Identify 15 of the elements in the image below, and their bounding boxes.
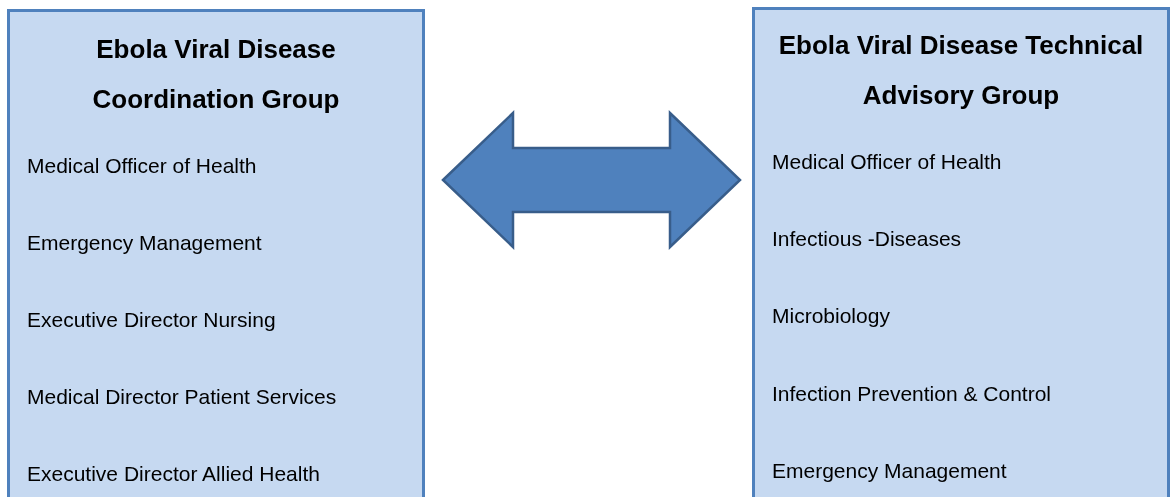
group-title: Ebola Viral Disease Technical Advisory Group [777, 29, 1145, 112]
member-role: Microbiology [772, 303, 890, 330]
group-title: Ebola Viral Disease Coordination Group [91, 33, 341, 116]
member-role: Infectious -Diseases [772, 226, 962, 253]
member-role: Medical Officer of Health [27, 153, 257, 179]
member-role: Executive Director Nursing [27, 307, 276, 333]
group-panel [7, 9, 425, 497]
member-role: Executive Director Allied Health [27, 461, 320, 487]
double-arrow [441, 110, 742, 250]
member-role: Emergency Management [772, 457, 1007, 484]
member-role: Medical Director Patient Services [27, 384, 337, 410]
member-role: Infection Prevention & Control [772, 380, 1051, 407]
member-role: Emergency Management [27, 230, 262, 256]
group-panel [752, 7, 1170, 497]
member-role: Medical Officer of Health [772, 149, 1002, 175]
